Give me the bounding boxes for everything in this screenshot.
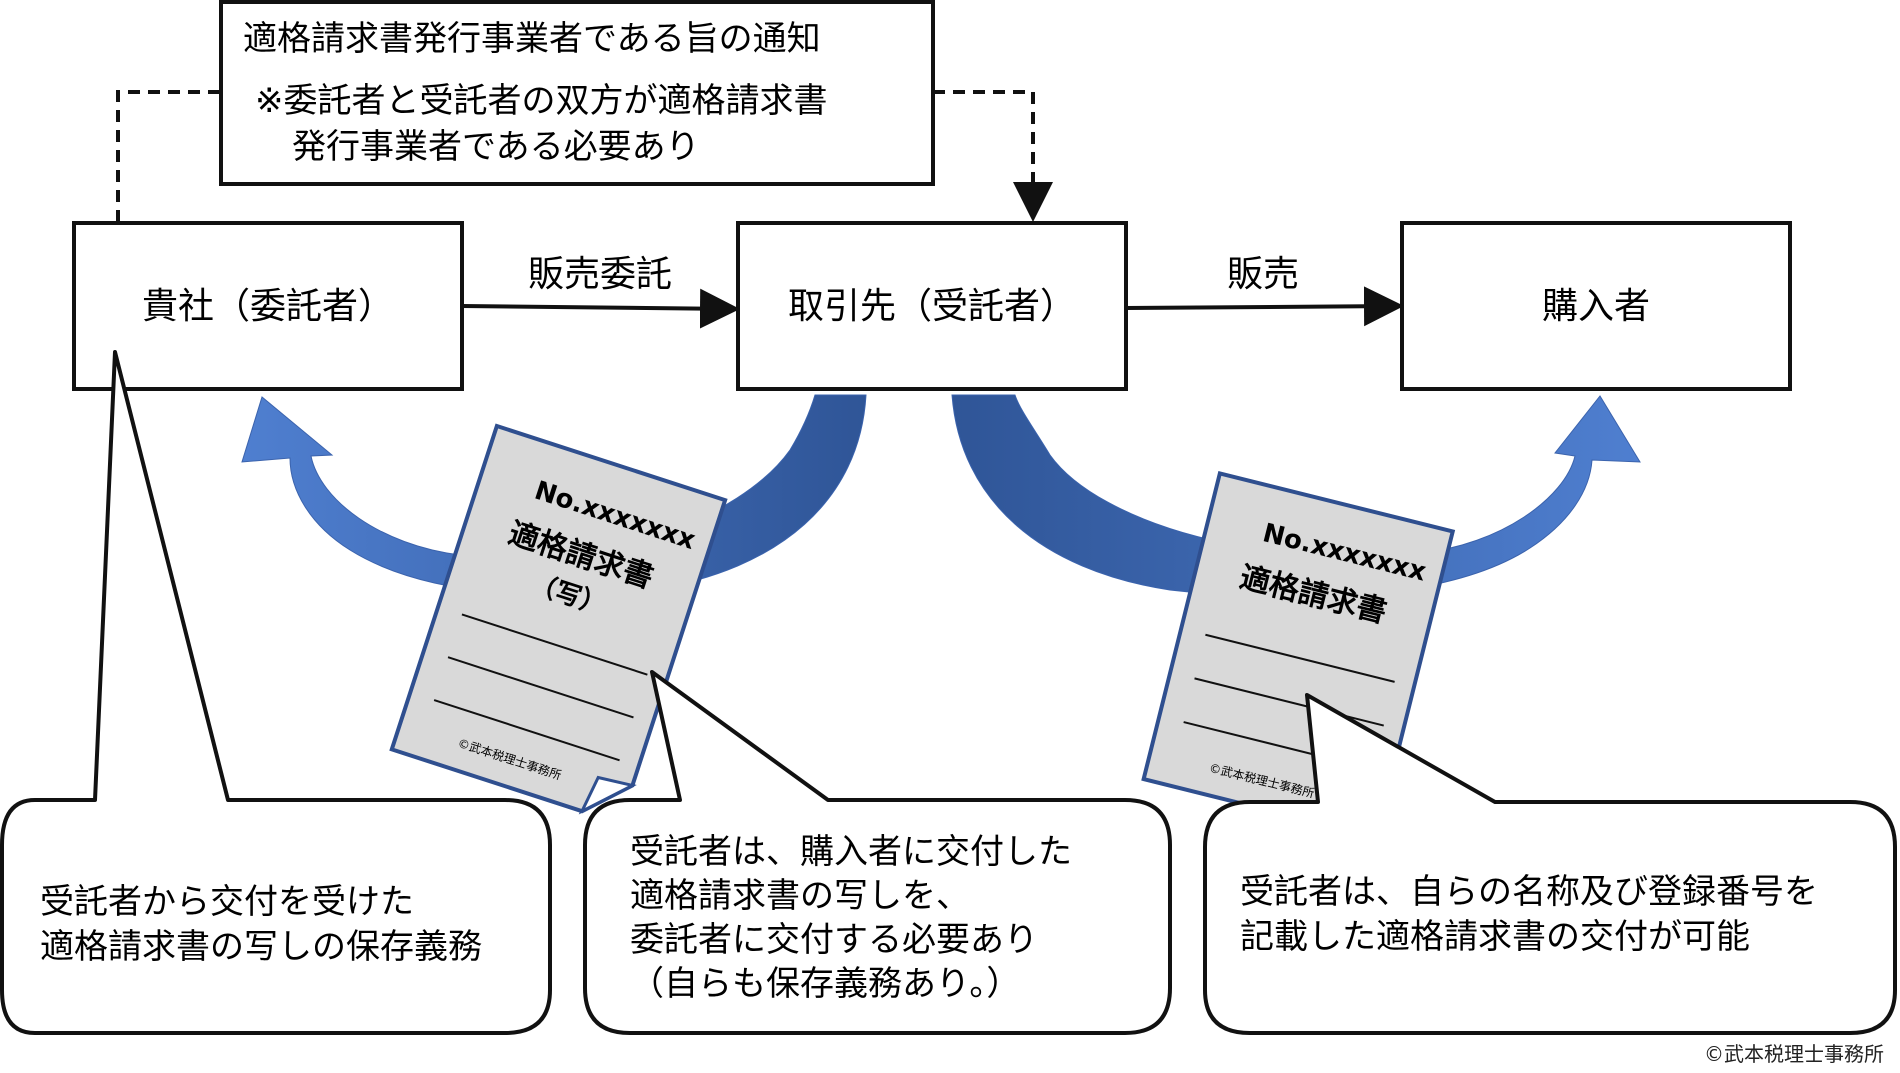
curved-arrow-to-buyer (951, 394, 1641, 598)
notice-note-line1: ※委託者と受託者の双方が適格請求書 (255, 81, 828, 121)
callout-middle-line4: （自らも保存義務あり。） (630, 964, 1020, 1004)
notice-title: 適格請求書発行事業者である旨の通知 (243, 19, 821, 59)
callout-right-line2: 記載した適格請求書の交付が可能 (1240, 917, 1750, 957)
node-consignor: 貴社（委託者） (72, 221, 464, 391)
callout-middle: 受託者は、購入者に交付した 適格請求書の写しを、 委託者に交付する必要あり （自… (583, 670, 1172, 1035)
callout-middle-line3: 委託者に交付する必要あり (630, 920, 1038, 960)
callout-left: 受託者から交付を受けた 適格請求書の写しの保存義務 (0, 350, 552, 1035)
node-consignor-label: 貴社（委託者） (142, 286, 394, 327)
callout-left-line1: 受託者から交付を受けた (40, 882, 414, 922)
notice-note-line2: 発行事業者である必要あり (292, 127, 700, 167)
callout-middle-line2: 適格請求書の写しを、 (630, 876, 970, 916)
callout-left-line2: 適格請求書の写しの保存義務 (40, 927, 482, 967)
copyright-mark: ©武本税理士事務所 (1704, 1042, 1884, 1066)
notice-box: 適格請求書発行事業者である旨の通知 ※委託者と受託者の双方が適格請求書 発行事業… (219, 0, 935, 186)
notice-dashed-left (116, 90, 221, 222)
edge-consignment-sale-label: 販売委託 (528, 254, 672, 295)
callout-right: 受託者は、自らの名称及び登録番号を 記載した適格請求書の交付が可能 (1203, 693, 1897, 1035)
invoice-copy-document: No.xxxxxxx 適格請求書 （写） ©武本税理士事務所 (389, 423, 728, 815)
callout-middle-line1: 受託者は、購入者に交付した (630, 832, 1072, 872)
node-consignee: 取引先（受託者） (736, 221, 1128, 391)
edge-sale-label: 販売 (1227, 254, 1299, 295)
notice-dashed-right (933, 90, 1053, 222)
node-buyer: 購入者 (1400, 221, 1792, 391)
callout-right-line1: 受託者は、自らの名称及び登録番号を (1240, 872, 1818, 912)
arrow-consignment-sale (461, 288, 740, 329)
arrow-sale (1125, 286, 1404, 327)
node-buyer-label: 購入者 (1542, 286, 1650, 327)
node-consignee-label: 取引先（受託者） (788, 286, 1076, 327)
